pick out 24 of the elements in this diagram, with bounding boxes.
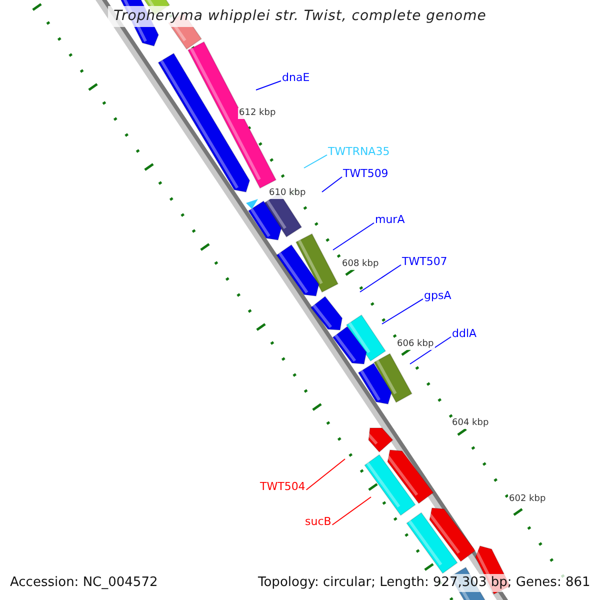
scale-label: 604 kbp [451, 418, 490, 429]
scale-label: 610 kbp [268, 188, 307, 199]
gene-label: ddlA [452, 327, 477, 340]
gene-label: TWTRNA35 [328, 145, 390, 158]
gene-label: TWT504 [260, 480, 306, 494]
leader-line [304, 154, 328, 168]
gene-label: TWT509 [343, 167, 388, 180]
scale-label: 606 kbp [396, 339, 435, 350]
leader-line [256, 80, 282, 90]
leader-line [382, 298, 424, 324]
gene-label: murA [375, 213, 405, 226]
leader-line [306, 458, 346, 490]
leader-line [332, 222, 374, 250]
gene-label: sucB [305, 515, 332, 528]
leader-line [410, 336, 452, 364]
gene-label: gpsA [424, 289, 452, 302]
gene-label: dnaE [282, 71, 310, 84]
leader-line [322, 176, 342, 192]
scale-label: 602 kbp [508, 494, 547, 505]
scale-label: 608 kbp [341, 259, 380, 270]
gene-label: TWT507 [402, 255, 448, 268]
leader-line [360, 264, 402, 292]
scale-label: 612 kbp [238, 108, 277, 119]
leader-line [332, 496, 372, 526]
